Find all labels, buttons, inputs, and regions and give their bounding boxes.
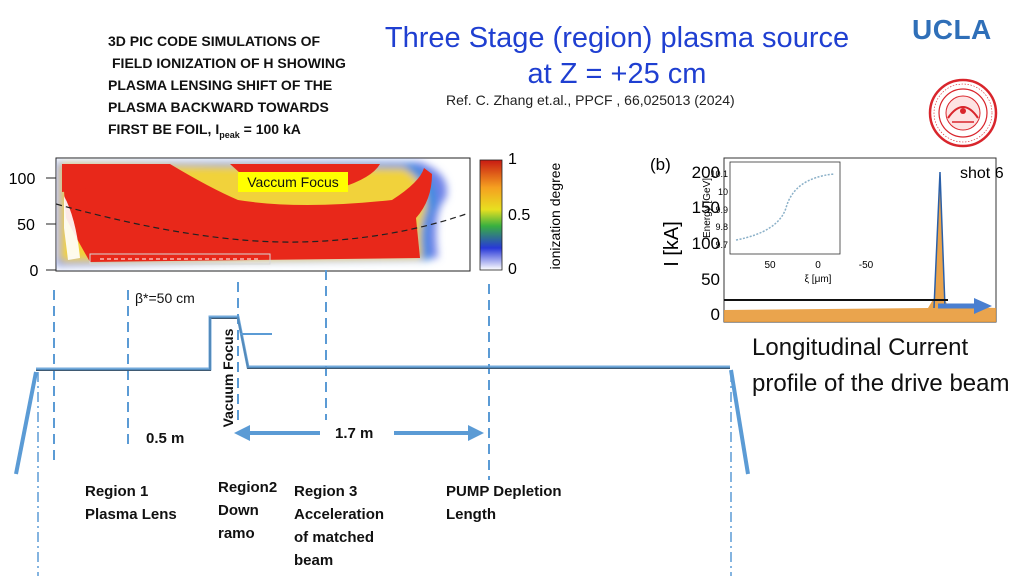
inset-x-label: ξ [μm] xyxy=(805,274,832,285)
current-y-tick: 100 xyxy=(692,234,720,253)
entrance-ramp xyxy=(14,371,38,475)
vaccum-focus-annotation: Vaccum Focus xyxy=(247,174,339,190)
boundary-dashdot-lines xyxy=(37,372,732,576)
desc-line-4: PLASMA BACKWARD TOWARDS xyxy=(108,99,329,115)
page-title: Three Stage (region) plasma source at Z … xyxy=(372,20,862,92)
ucla-logo: UCLA xyxy=(912,14,992,45)
title-line-1: Three Stage (region) plasma source xyxy=(384,22,850,54)
inset-y-tick: 10.1 xyxy=(710,169,728,179)
pump-depletion-label: PUMP Depletion Length xyxy=(446,483,562,523)
sim-y-tick: 100 xyxy=(9,171,36,188)
current-profile-caption: Longitudinal Current profile of the driv… xyxy=(752,334,1010,397)
inset-x-tick: -50 xyxy=(859,260,874,271)
region-dashed-markers xyxy=(53,270,490,480)
accelerator-seal-icon xyxy=(928,78,998,148)
region2-label: Region2 Down ramo xyxy=(218,479,278,542)
desc-line-5: FIRST BE FOIL, Ipeak = 100 kA xyxy=(108,121,301,140)
shot-label: shot 6 xyxy=(960,165,1004,182)
desc-line-2: FIELD IONIZATION OF H SHOWING xyxy=(112,55,346,71)
beta-star-label: β*=50 cm xyxy=(135,290,195,306)
arrow-right-icon xyxy=(468,425,484,441)
colorbar-tick: 1 xyxy=(508,151,517,168)
current-y-tick: 50 xyxy=(701,270,720,289)
energy-inset-curve xyxy=(735,173,835,241)
density-profile-outline xyxy=(36,317,730,371)
propagation-arrow-icon xyxy=(974,298,992,314)
simulation-description: 3D PIC CODE SIMULATIONS OF FIELD IONIZAT… xyxy=(108,30,346,146)
inset-y-tick: 9.8 xyxy=(715,222,728,232)
distance-05-label: 0.5 m xyxy=(146,430,184,447)
colorbar-tick: 0.5 xyxy=(508,207,530,224)
inset-y-label: Energy [GeV] xyxy=(702,178,713,238)
sim-y-tick: 50 xyxy=(17,217,35,234)
desc-line-1: 3D PIC CODE SIMULATIONS OF xyxy=(108,33,321,49)
ionization-simulation-plot: 100 50 0 Vaccum Focus 1 0.5 0 ionization… xyxy=(9,151,563,280)
colorbar xyxy=(479,159,503,271)
current-y-tick: 150 xyxy=(692,198,720,217)
region1-label: Region 1 Plasma Lens xyxy=(85,483,177,523)
sim-y-tick: 0 xyxy=(30,263,39,280)
distance-17-label: 1.7 m xyxy=(335,425,373,442)
vaccum-focus-highlight xyxy=(238,172,348,192)
current-y-tick: 200 xyxy=(692,163,720,182)
panel-label: (b) xyxy=(650,155,671,174)
desc-line-3: PLASMA LENSING SHIFT OF THE xyxy=(108,77,333,93)
exit-ramp xyxy=(729,369,750,475)
inset-x-tick: 0 xyxy=(815,260,821,271)
inset-y-tick: 9.7 xyxy=(715,240,728,250)
colorbar-tick: 0 xyxy=(508,261,517,278)
arrow-left-icon xyxy=(234,425,250,441)
vacuum-focus-label: Vacuum Focus xyxy=(220,328,236,427)
sim-y-axis: 100 50 0 xyxy=(9,171,56,280)
title-line-2: at Z = +25 cm xyxy=(527,58,707,90)
energy-inset xyxy=(729,161,841,255)
density-profile-line xyxy=(36,315,730,371)
inset-y-tick: 9.9 xyxy=(715,205,728,215)
inset-x-tick: 50 xyxy=(764,260,776,271)
reference-text: Ref. C. Zhang et.al., PPCF , 66,025013 (… xyxy=(446,92,735,108)
colorbar-label: ionization degree xyxy=(547,162,563,269)
current-peak-line xyxy=(933,171,946,309)
current-profile-plot: (b) I [kA] 200 150 100 50 0 shot 6 10.1 … xyxy=(648,148,1010,324)
region3-label: Region 3 Acceleration of matched beam xyxy=(294,483,385,569)
current-y-label: I [kA] xyxy=(661,221,683,267)
inset-y-tick: 10 xyxy=(718,187,728,197)
current-y-tick: 0 xyxy=(711,305,720,324)
